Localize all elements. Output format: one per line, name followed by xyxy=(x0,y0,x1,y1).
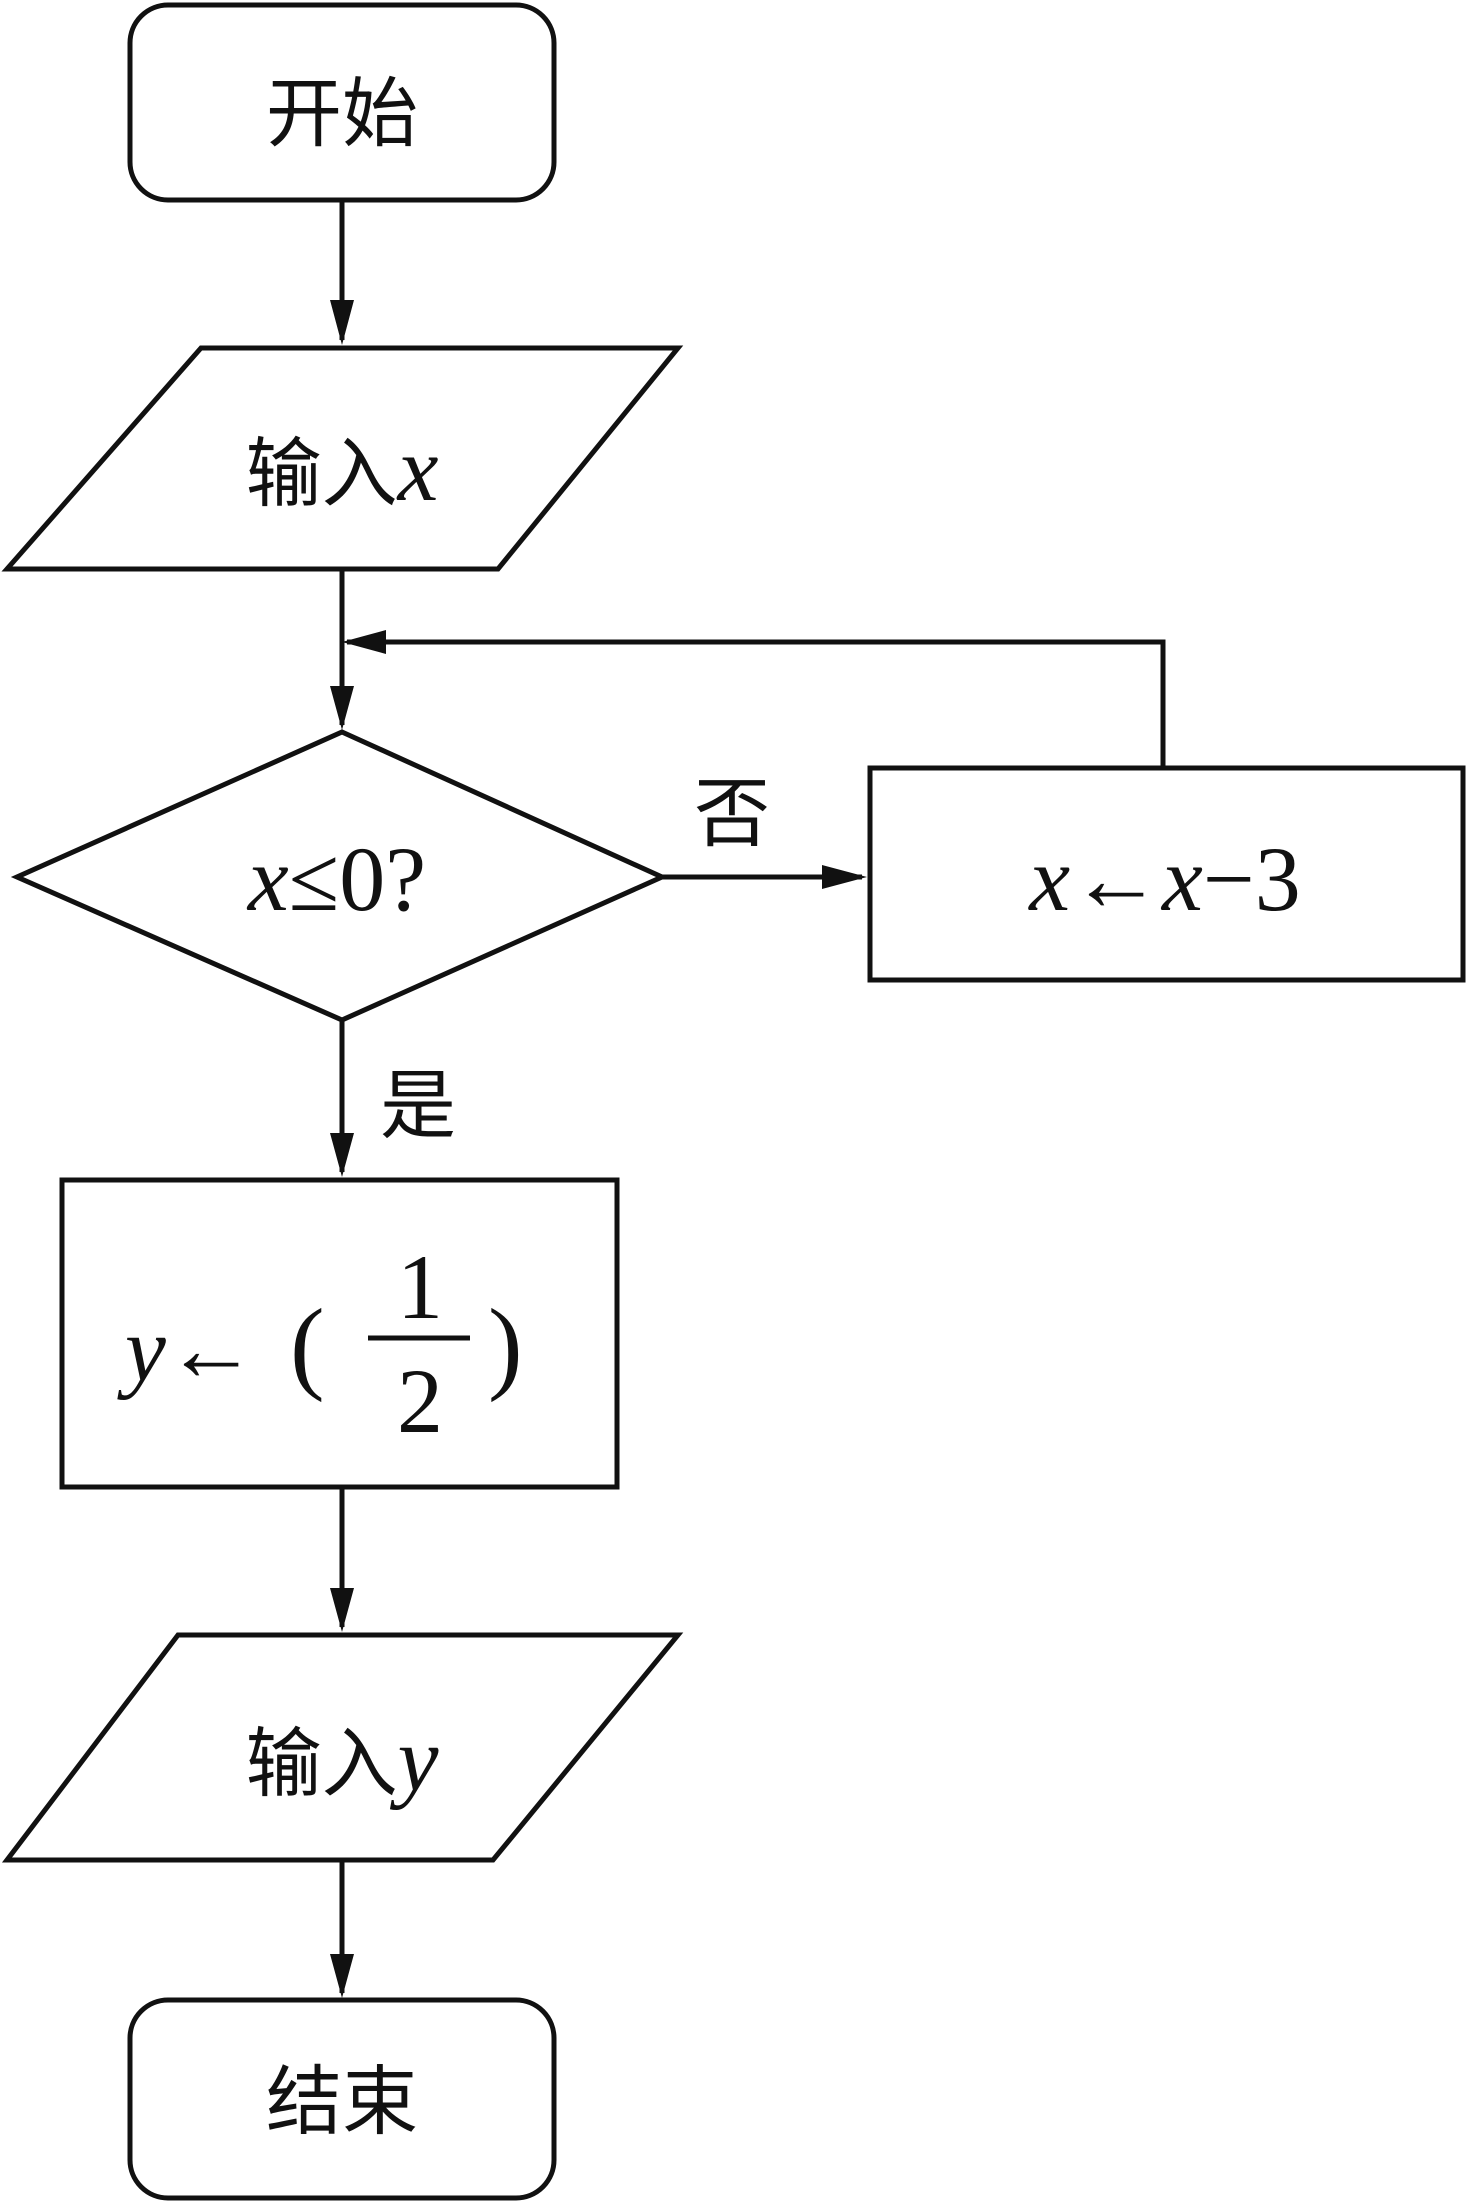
update-rhs-var: x xyxy=(1160,828,1203,930)
output-y-node: 输入y xyxy=(1,1632,684,1863)
assign-arrow: ← xyxy=(165,1298,257,1400)
update-node: x←x−3 xyxy=(867,765,1466,983)
output-y-text: 输入y xyxy=(246,1708,439,1810)
input-x-label: 输入 xyxy=(246,429,398,518)
output-y-label: 输入 xyxy=(246,1719,398,1808)
loop-back-arrowhead xyxy=(342,630,386,654)
start-node: 开始 xyxy=(127,2,557,203)
loop-back-line xyxy=(347,639,1166,768)
assign-left-paren: ( xyxy=(290,1288,325,1403)
input-x-var: x xyxy=(396,418,439,520)
arrowhead-input-to-decision xyxy=(330,686,354,730)
decision-value: 0 xyxy=(339,828,385,930)
arrowhead-yes-branch xyxy=(330,1133,354,1177)
arrowhead-no-branch xyxy=(822,865,867,889)
assign-right-paren: ) xyxy=(488,1288,523,1403)
start-label: 开始 xyxy=(266,69,418,158)
input-x-node: 输入x xyxy=(1,345,684,572)
input-x-text: 输入x xyxy=(246,418,439,520)
output-y-var: y xyxy=(390,1708,439,1810)
update-lhs: x xyxy=(1027,828,1070,930)
end-node: 结束 xyxy=(127,1997,557,2201)
arrowhead-assign-to-output xyxy=(330,1588,354,1632)
decision-op: ≤ xyxy=(289,828,340,930)
assign-node: y ← ( 1 2 ) xyxy=(59,1177,620,1490)
yes-branch-label: 是 xyxy=(380,1061,456,1150)
update-rhs-rest: −3 xyxy=(1203,828,1301,930)
end-label: 结束 xyxy=(266,2057,418,2146)
fraction-denominator: 2 xyxy=(397,1350,443,1452)
update-arrow: ← xyxy=(1070,828,1162,930)
no-branch-label: 否 xyxy=(694,769,770,858)
arrowhead-output-to-end xyxy=(330,1954,354,1998)
assign-lhs: y xyxy=(117,1298,166,1400)
update-text: x←x−3 xyxy=(1027,828,1301,930)
fraction-numerator: 1 xyxy=(397,1236,443,1338)
decision-text: x≤0? xyxy=(246,828,426,930)
decision-node: x≤0? xyxy=(10,729,669,1023)
arrowhead-start-to-input xyxy=(330,300,354,345)
decision-question-mark: ? xyxy=(385,828,426,930)
decision-var: x xyxy=(246,828,289,930)
